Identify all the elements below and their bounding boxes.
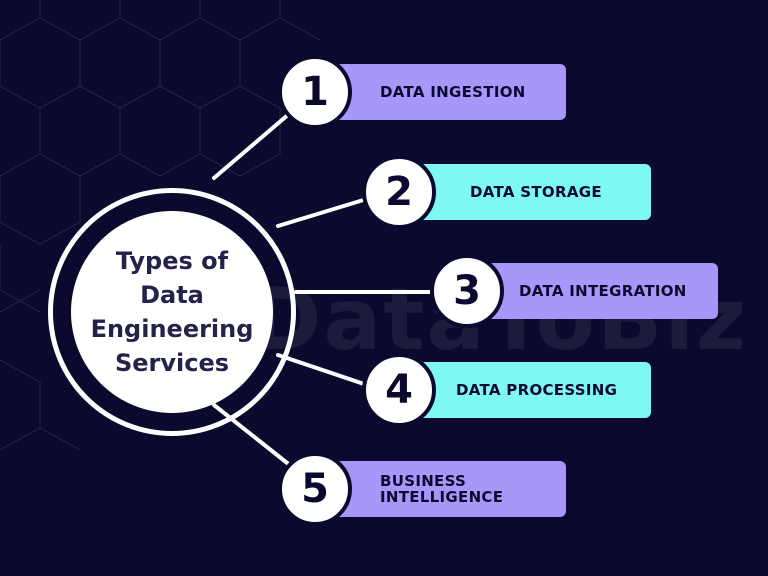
service-item-3: DATA INTEGRATION 3: [430, 254, 722, 328]
service-label: DATA PROCESSING: [456, 381, 618, 399]
service-number: 4: [385, 367, 413, 413]
service-item-4: DATA PROCESSING 4: [362, 353, 654, 427]
service-number: 3: [453, 268, 481, 314]
service-number-circle: 4: [362, 353, 436, 427]
diagram-title: Types of Data Engineering Services: [90, 247, 254, 377]
service-item-1: DATA INGESTION 1: [278, 55, 568, 129]
service-number-circle: 1: [278, 55, 352, 129]
service-label-box: DATA INTEGRATION: [472, 263, 718, 319]
service-number: 5: [301, 466, 329, 512]
service-item-2: DATA STORAGE 2: [362, 155, 654, 229]
service-label: DATA INTEGRATION: [519, 282, 687, 300]
service-label-box: DATA PROCESSING: [404, 362, 651, 418]
service-label-box: BUSINESS INTELLIGENCE: [320, 461, 566, 517]
center-ring: [48, 188, 296, 436]
service-label-box: DATA STORAGE: [404, 164, 651, 220]
service-item-5: BUSINESS INTELLIGENCE 5: [278, 452, 568, 526]
service-number: 1: [301, 69, 329, 115]
service-label: BUSINESS INTELLIGENCE: [380, 472, 504, 506]
service-label: DATA INGESTION: [380, 83, 526, 101]
center-circle: Types of Data Engineering Services: [71, 211, 273, 413]
service-label: DATA STORAGE: [470, 183, 602, 201]
service-number-circle: 5: [278, 452, 352, 526]
service-label-box: DATA INGESTION: [320, 64, 566, 120]
service-number: 2: [385, 169, 413, 215]
service-number-circle: 3: [430, 254, 504, 328]
service-number-circle: 2: [362, 155, 436, 229]
